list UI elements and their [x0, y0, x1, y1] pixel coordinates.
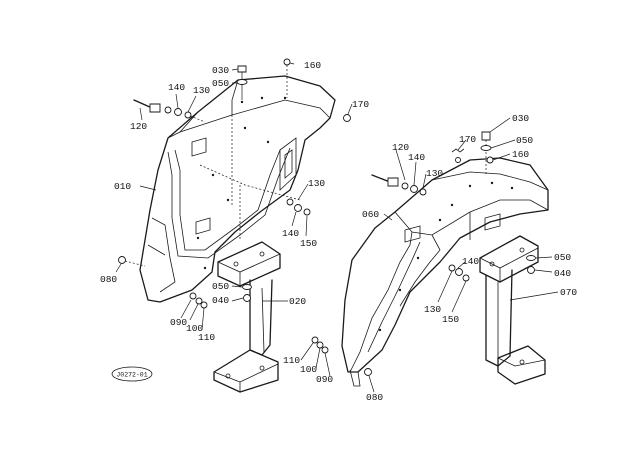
- callout-right-130-low: 130: [424, 304, 441, 315]
- callout-right-140-low: 140: [462, 256, 479, 267]
- callout-left-150: 150: [300, 238, 317, 249]
- callout-left-100: 100: [186, 323, 203, 334]
- callout-left-140-mid: 140: [282, 228, 299, 239]
- callout-left-110: 110: [198, 332, 215, 343]
- callout-right-050-side: 050: [554, 252, 571, 263]
- callout-right-070: 070: [560, 287, 577, 298]
- callout-left-020: 020: [289, 296, 306, 307]
- right-fender-060: [341, 157, 549, 387]
- callout-right-090: 090: [316, 374, 333, 385]
- callout-left-130-top: 130: [193, 85, 210, 96]
- callout-right-140: 140: [408, 152, 425, 163]
- callout-left-120: 120: [130, 121, 147, 132]
- callout-right-060: 060: [362, 209, 379, 220]
- callout-right-170: 170: [459, 134, 476, 145]
- callout-right-100: 100: [300, 364, 317, 375]
- callout-right-120: 120: [392, 142, 409, 153]
- callout-left-140: 140: [168, 82, 185, 93]
- callout-left-130-mid: 130: [308, 178, 325, 189]
- left-fender-010: [139, 75, 336, 303]
- callout-left-010: 010: [114, 181, 131, 192]
- callout-labels: 030 160 050 140 130 120 170 010 130 140 …: [100, 60, 577, 403]
- right-hardware: [311, 131, 536, 376]
- callout-right-130-top: 130: [426, 168, 443, 179]
- callout-left-030: 030: [212, 65, 229, 76]
- reference-code: J0272-01: [116, 372, 147, 379]
- callout-left-080: 080: [100, 274, 117, 285]
- left-stay-020: [213, 241, 281, 393]
- callout-right-160: 160: [512, 149, 529, 160]
- callout-left-040: 040: [212, 295, 229, 306]
- callout-left-170: 170: [352, 99, 369, 110]
- callout-left-160: 160: [304, 60, 321, 71]
- callout-right-080: 080: [366, 392, 383, 403]
- callout-right-040: 040: [554, 268, 571, 279]
- leader-lines: [115, 62, 559, 393]
- callout-left-050-low: 050: [212, 281, 229, 292]
- left-hardware: [118, 58, 351, 309]
- callout-left-050: 050: [212, 78, 229, 89]
- callout-right-150: 150: [442, 314, 459, 325]
- callout-right-110: 110: [283, 355, 300, 366]
- reference-stamp: J0272-01: [111, 366, 153, 382]
- callout-left-090: 090: [170, 317, 187, 328]
- callout-right-050: 050: [516, 135, 533, 146]
- callout-right-030: 030: [512, 113, 529, 124]
- right-stay-070: [479, 235, 546, 385]
